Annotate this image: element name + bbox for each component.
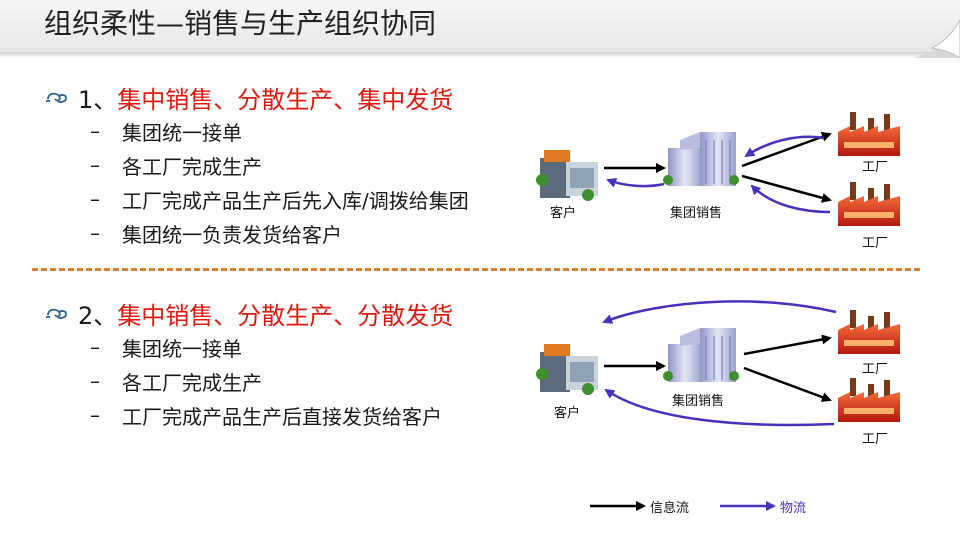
section-2-number: 2、 <box>78 301 118 330</box>
info-flow-arrow <box>743 334 832 356</box>
section-1-headline: 集中销售、分散生产、集中发货 <box>117 85 454 114</box>
factory-icon <box>838 378 900 422</box>
logistics-arrow <box>604 388 835 427</box>
list-item: –各工厂完成生产 <box>90 364 453 398</box>
logistics-arrow <box>606 178 665 188</box>
list-item-text: 各工厂完成生产 <box>122 154 262 179</box>
logistics-arrow <box>750 184 831 214</box>
list-item-text: 集团统一负责发货给客户 <box>122 222 342 247</box>
factory-label: 工厂 <box>862 362 889 377</box>
list-item: –集团统一接单 <box>90 330 453 364</box>
info-flow-arrow <box>743 366 832 402</box>
title-bar <box>0 0 960 56</box>
section-2: 2、 集中销售、分散生产、分散发货 –集团统一接单 –各工厂完成生产 –工厂完成… <box>44 296 453 432</box>
list-item-text: 集团统一接单 <box>122 336 242 361</box>
list-item: –工厂完成产品生产后直接发货给客户 <box>90 398 453 432</box>
section-2-heading: 2、 集中销售、分散生产、分散发货 <box>44 296 453 330</box>
swirl-bullet-icon <box>46 92 67 103</box>
logistics-arrow <box>602 300 837 324</box>
factory-icon <box>838 182 900 226</box>
shop-icon <box>536 150 598 201</box>
section-1-number: 1、 <box>78 85 118 114</box>
group-sales-label: 集团销售 <box>672 394 725 409</box>
title-bar-shadow <box>0 52 930 58</box>
list-item: –集团统一负责发货给客户 <box>90 216 469 250</box>
section-divider <box>32 268 920 271</box>
info-flow-arrow <box>741 132 832 168</box>
office-building-icon <box>663 328 739 382</box>
section-1: 1、 集中销售、分散生产、集中发货 –集团统一接单 –各工厂完成生产 –工厂完成… <box>44 80 469 250</box>
list-item-text: 集团统一接单 <box>122 120 242 145</box>
factory-icon <box>838 112 900 156</box>
list-item-text: 工厂完成产品生产后先入库/调拨给集团 <box>122 188 469 213</box>
customer-label: 客户 <box>554 406 581 421</box>
legend-logistics-label: 物流 <box>780 501 807 516</box>
section-1-heading: 1、 集中销售、分散生产、集中发货 <box>44 80 469 114</box>
list-item-text: 工厂完成产品生产后直接发货给客户 <box>122 404 442 429</box>
list-item-text: 各工厂完成生产 <box>122 370 262 395</box>
info-flow-arrow <box>741 174 832 203</box>
list-item: –集团统一接单 <box>90 114 469 148</box>
customer-label: 客户 <box>550 206 577 221</box>
factory-icon <box>838 310 900 354</box>
list-item: –工厂完成产品生产后先入库/调拨给集团 <box>90 182 469 216</box>
swirl-bullet-icon <box>46 308 67 319</box>
logistics-arrow <box>744 135 825 158</box>
page-title: 组织柔性—销售与生产组织协同 <box>44 7 437 40</box>
page-curl-icon <box>914 20 960 59</box>
list-item: –各工厂完成生产 <box>90 148 469 182</box>
section-2-headline: 集中销售、分散生产、分散发货 <box>117 301 454 330</box>
legend-info-flow-label: 信息流 <box>650 501 690 516</box>
office-building-icon <box>663 132 739 186</box>
factory-label: 工厂 <box>862 432 889 447</box>
factory-label: 工厂 <box>862 160 889 175</box>
group-sales-label: 集团销售 <box>670 206 723 221</box>
factory-label: 工厂 <box>862 236 889 251</box>
shop-icon <box>536 344 598 395</box>
